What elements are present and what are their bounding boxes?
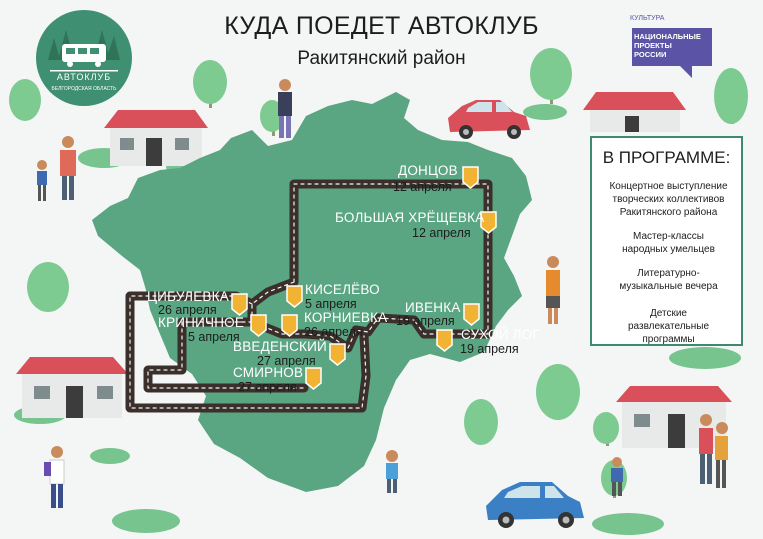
program-panel: В ПРОГРАММЕ: Концертное выступление твор… — [590, 136, 743, 346]
child — [386, 450, 398, 493]
person-woman — [546, 256, 560, 324]
tree — [193, 60, 227, 108]
stop-date-sukhoy-log: 19 апреля — [460, 342, 519, 356]
couple — [699, 414, 728, 488]
stop-name-smirnov: СМИРНОВ — [233, 365, 304, 380]
stop-date-krinichnoe: 5 апреля — [188, 330, 240, 344]
house — [16, 357, 128, 418]
person-woman-with-child — [37, 136, 76, 201]
national-projects-line4: РОССИИ — [634, 50, 667, 59]
stop-date-tsibulevka: 26 апреля — [158, 303, 217, 317]
stop-name-vvedenskiy: ВВЕДЕНСКИЙ — [233, 339, 327, 354]
blue-car — [486, 482, 584, 528]
stop-marker-bolshaya-khreschevka — [480, 211, 497, 234]
national-projects-line3: ПРОЕКТЫ — [634, 41, 672, 50]
stop-date-dontsov: 12 апреля — [393, 180, 452, 194]
stop-marker-dontsov — [462, 166, 479, 189]
stop-name-bolshaya-khreschevka: БОЛЬШАЯ ХРЁЩЕВКА — [335, 210, 485, 225]
bush — [112, 509, 180, 533]
national-projects-kultura: КУЛЬТУРА — [630, 15, 665, 22]
bush — [90, 448, 130, 464]
page-subtitle: Ракитянский район — [297, 48, 466, 69]
stop-name-kornievka: КОРНИЕВКА — [304, 310, 388, 325]
program-item: Концертное выступление творческих коллек… — [609, 181, 728, 218]
tree — [464, 399, 498, 445]
program-item: Литературно-музыкальные вечера — [619, 268, 718, 292]
stop-date-smirnov: 27 апреля — [238, 380, 297, 394]
tree — [530, 48, 572, 104]
program-item: Детские развлекательные программы — [627, 308, 710, 345]
logo-region: БЕЛГОРОДСКАЯ ОБЛАСТЬ — [51, 86, 117, 92]
tree — [536, 364, 580, 420]
bush — [523, 104, 567, 120]
stop-marker-tsibulevka — [231, 293, 248, 316]
stop-date-vvedenskiy: 27 апреля — [257, 354, 316, 368]
program-heading: В ПРОГРАММЕ: — [602, 148, 731, 167]
bush — [669, 347, 741, 369]
tree — [9, 79, 41, 121]
logo-title: АВТОКЛУБ — [56, 72, 112, 82]
stop-name-ivenka: ИВЕНКА — [405, 300, 461, 315]
house — [583, 92, 686, 132]
stop-marker-smirnov — [305, 367, 322, 390]
stop-marker-ivenka — [463, 303, 480, 326]
page-title: КУДА ПОЕДЕТ АВТОКЛУБ — [224, 12, 539, 40]
stop-date-kiselevo: 5 апреля — [305, 297, 357, 311]
route-road-dashes — [129, 183, 489, 409]
stop-date-kornievka: 26 апреля — [304, 325, 363, 339]
bush — [592, 513, 664, 535]
stop-name-tsibulevka: ЦИБУЛЕВКА — [147, 289, 229, 304]
autoclub-logo: АВТОКЛУБ БЕЛГОРОДСКАЯ ОБЛАСТЬ — [36, 10, 132, 106]
stop-marker-kiselevo — [286, 285, 303, 308]
person-with-phone — [44, 446, 65, 508]
national-projects-line2: НАЦИОНАЛЬНЫЕ — [634, 32, 701, 41]
stop-date-ivenka: 19 апреля — [396, 314, 455, 328]
national-projects-logo: КУЛЬТУРА НАЦИОНАЛЬНЫЕ ПРОЕКТЫ РОССИИ — [628, 14, 716, 70]
program-item: Мастер-классы народных умельцев — [622, 231, 715, 255]
tree — [593, 412, 619, 446]
stop-date-bolshaya-khreschevka: 12 апреля — [412, 226, 471, 240]
house — [104, 110, 208, 166]
house — [616, 386, 732, 448]
stop-name-kiselevo: КИСЕЛЁВО — [305, 282, 380, 297]
red-car — [448, 100, 530, 139]
stop-name-sukhoy-log: СУХОЙ ЛОГ — [461, 327, 540, 342]
stop-name-krinichnoe: КРИНИЧНОЕ — [158, 315, 245, 330]
logo-emblem — [48, 30, 120, 72]
stop-marker-krinichnoe — [250, 314, 267, 337]
stop-marker-kornievka — [281, 314, 298, 337]
stop-marker-sukhoy-log — [436, 329, 453, 352]
tree — [714, 68, 748, 124]
tree — [27, 262, 69, 312]
district-map — [92, 92, 532, 492]
stop-name-dontsov: ДОНЦОВ — [398, 163, 458, 178]
national-projects-logo-mark — [632, 28, 712, 78]
person-man — [278, 79, 292, 138]
stop-marker-vvedenskiy — [329, 343, 346, 366]
child — [611, 457, 623, 496]
